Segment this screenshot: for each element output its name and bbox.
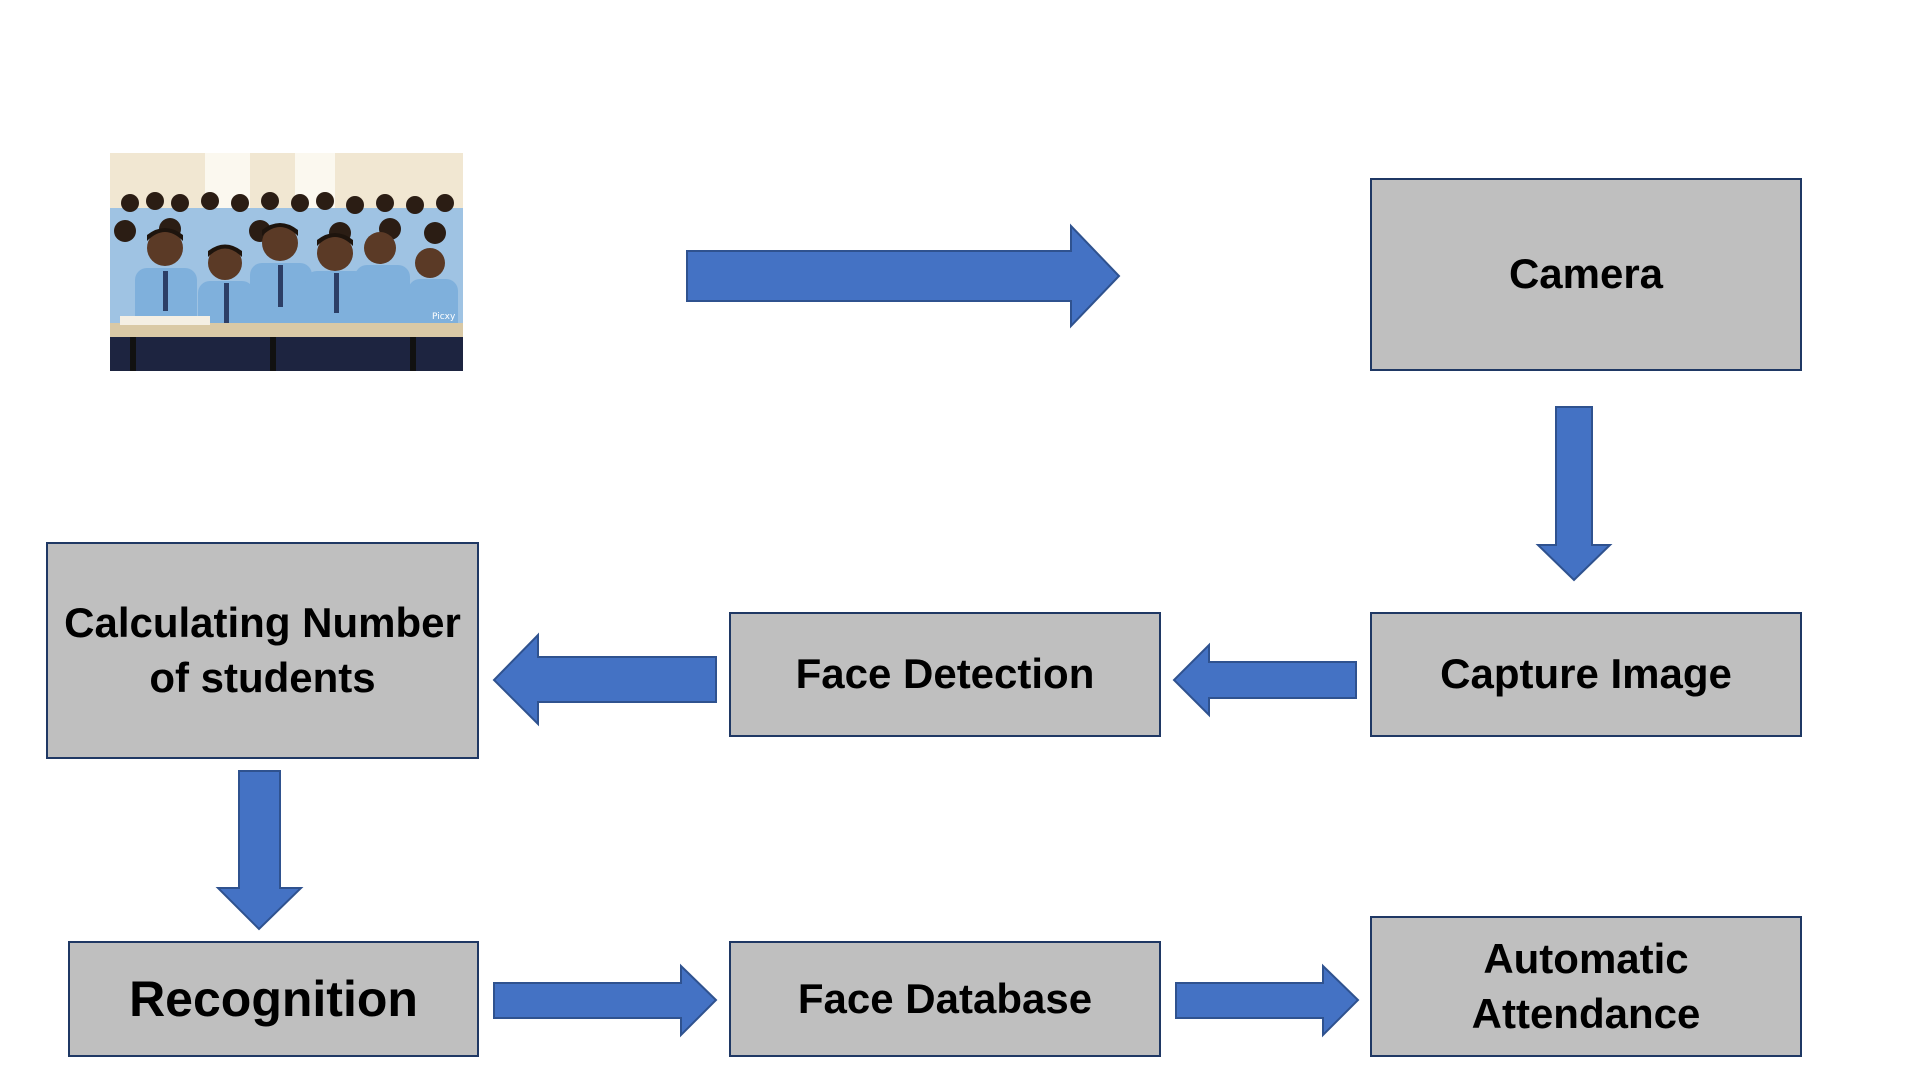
capture-image-label: Capture Image [1440, 650, 1732, 698]
capture-image-box: Capture Image [1370, 612, 1802, 737]
arrow-left-icon [1172, 642, 1357, 718]
arrow-down-icon [215, 770, 304, 931]
calculating-students-box: Calculating Number of students [46, 542, 479, 759]
photo-watermark: Picxy [432, 312, 456, 322]
face-detection-box: Face Detection [729, 612, 1161, 737]
face-detection-label: Face Detection [795, 650, 1095, 698]
automatic-attendance-line2: Attendance [1471, 989, 1701, 1037]
camera-label: Camera [1508, 250, 1664, 298]
recognition-box: Recognition [68, 941, 479, 1057]
face-database-box: Face Database [729, 941, 1161, 1057]
arrow-down-icon [1535, 406, 1613, 582]
automatic-attendance-box: Automatic Attendance [1370, 916, 1802, 1057]
calculating-label-line2: of students [149, 653, 376, 701]
arrow-right-icon [1175, 963, 1360, 1038]
calculating-label-line1: Calculating Number [64, 598, 461, 646]
automatic-attendance-line1: Automatic [1483, 934, 1689, 982]
arrow-right-icon [686, 223, 1121, 329]
recognition-label: Recognition [129, 970, 418, 1027]
classroom-photo: Picxy [110, 153, 463, 371]
camera-box: Camera [1370, 178, 1802, 371]
arrow-left-icon [492, 632, 717, 727]
face-database-label: Face Database [797, 974, 1093, 1022]
arrow-right-icon [493, 963, 718, 1038]
